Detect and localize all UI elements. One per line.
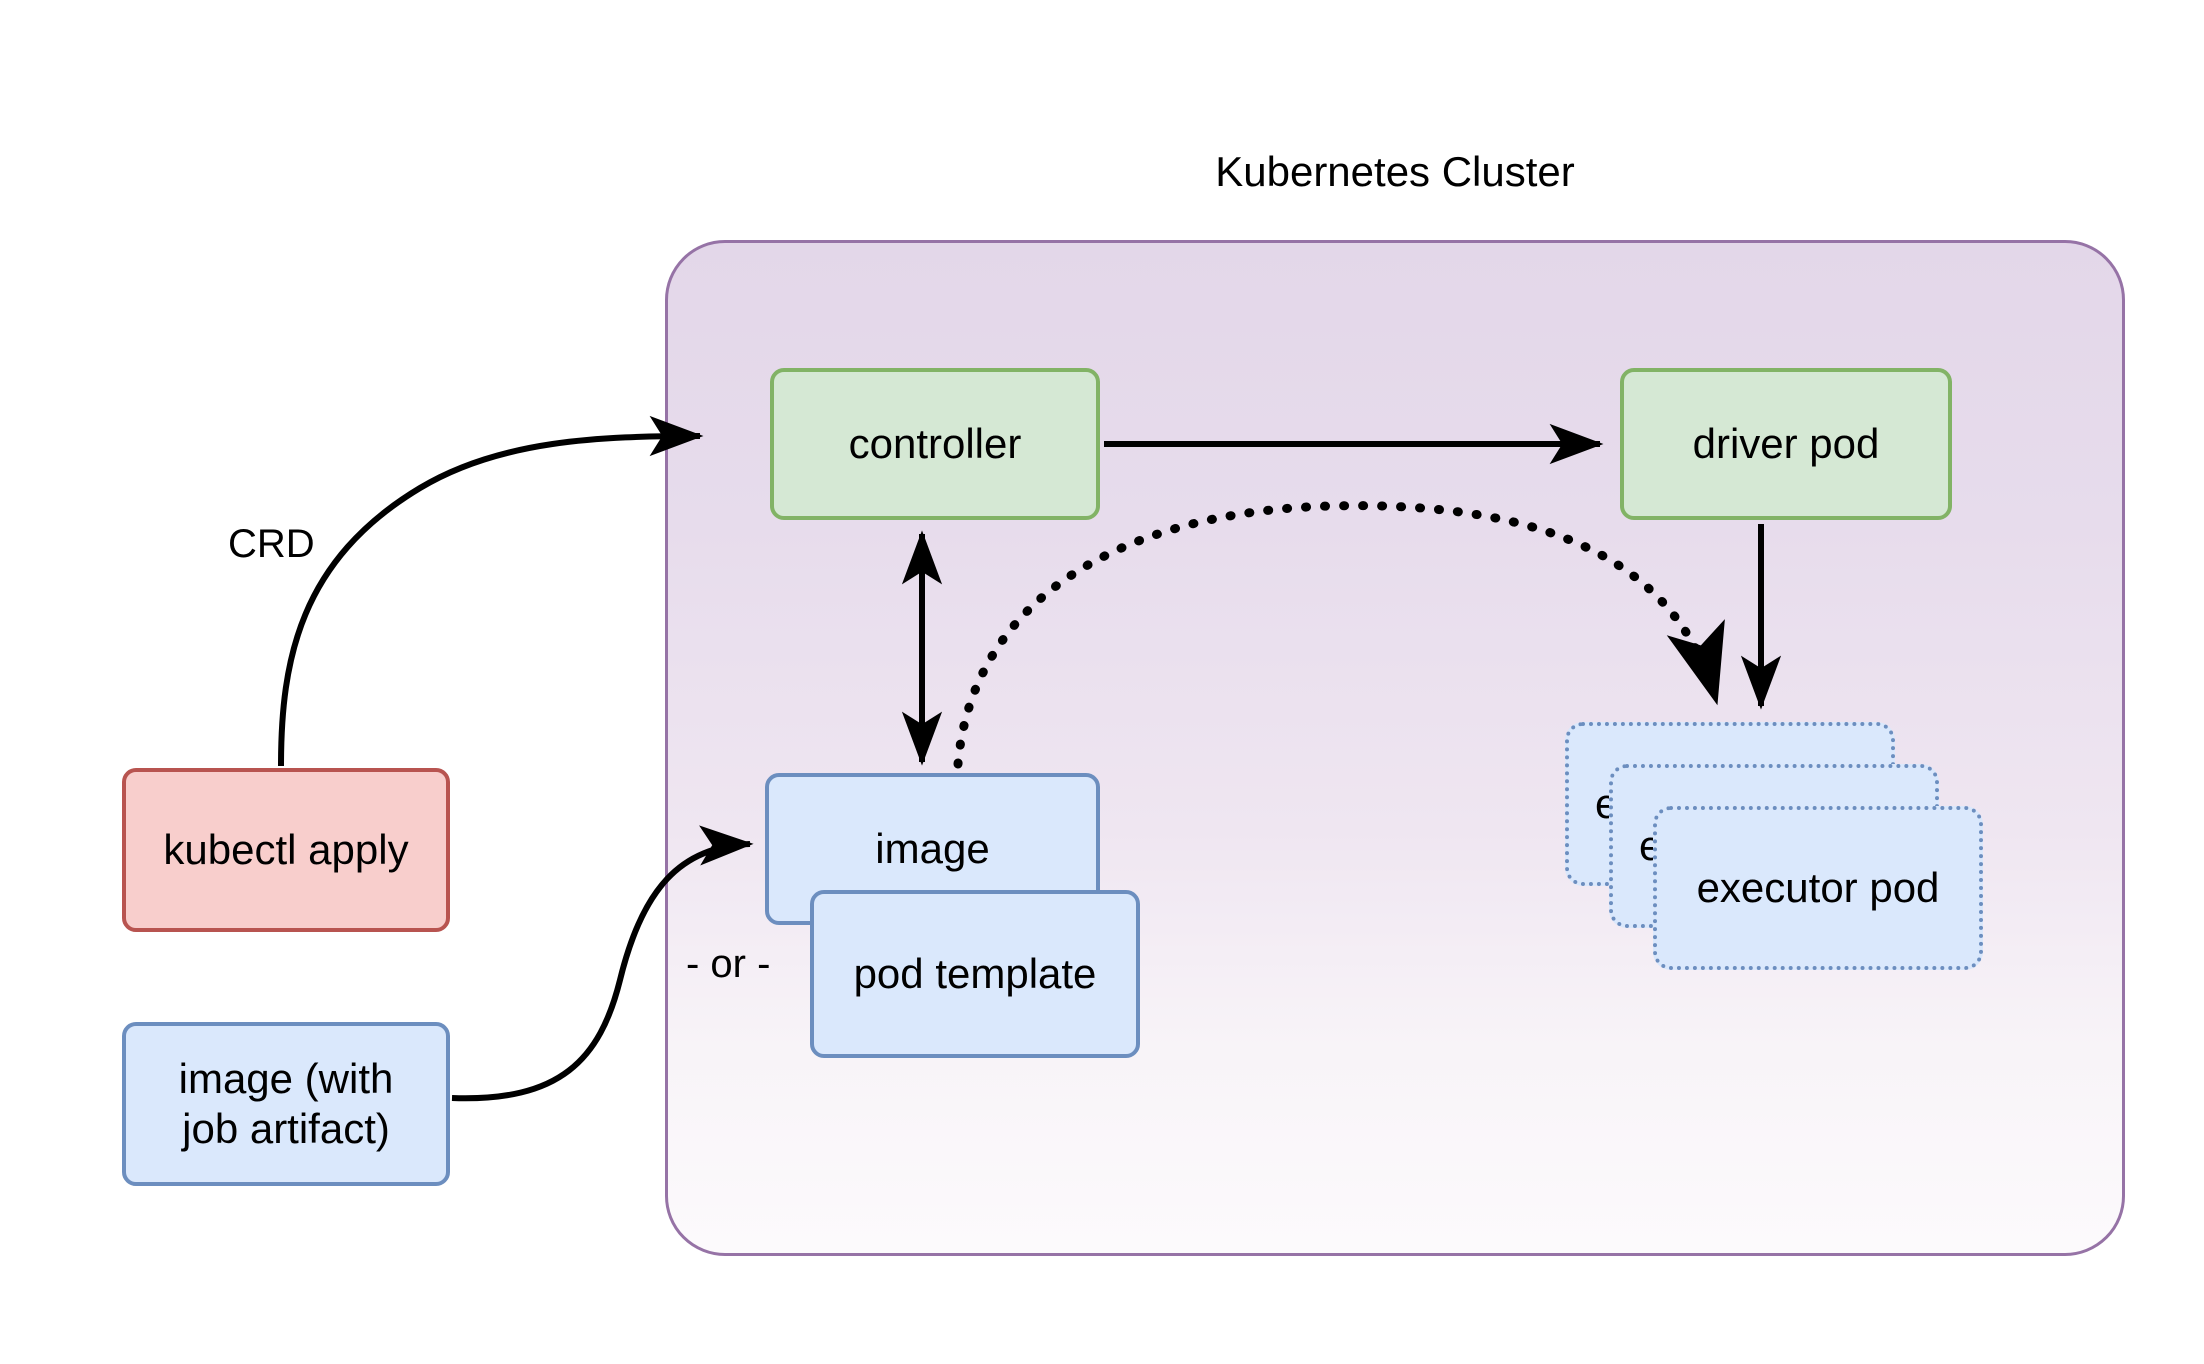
node-kubectl-apply[interactable]: kubectl apply: [122, 768, 450, 932]
node-pod-template-label: pod template: [853, 950, 1097, 998]
edge-label-crd: CRD: [228, 522, 315, 566]
label-line-1: image (with: [178, 1055, 394, 1103]
node-controller[interactable]: controller: [770, 368, 1100, 520]
label-line-2: job artifact): [182, 1105, 390, 1152]
node-pod-template[interactable]: pod template: [810, 890, 1140, 1058]
node-image-label: image: [875, 825, 990, 873]
node-driver-pod[interactable]: driver pod: [1620, 368, 1952, 520]
executor-pod-label: executor pod: [1696, 864, 1940, 912]
node-driver-pod-label: driver pod: [1692, 420, 1880, 468]
cluster-title: Kubernetes Cluster: [1215, 148, 1575, 195]
edge-label-or: - or -: [686, 942, 771, 986]
node-image-with-job-artifact-label: image (with job artifact): [179, 1054, 394, 1153]
node-image-with-job-artifact[interactable]: image (with job artifact): [122, 1022, 450, 1186]
executor-pod-card-front[interactable]: executor pod: [1653, 806, 1983, 970]
edge-kubectl-apply-to-controller: [278, 415, 704, 767]
node-controller-label: controller: [848, 420, 1022, 468]
node-kubectl-apply-label: kubectl apply: [163, 826, 409, 874]
